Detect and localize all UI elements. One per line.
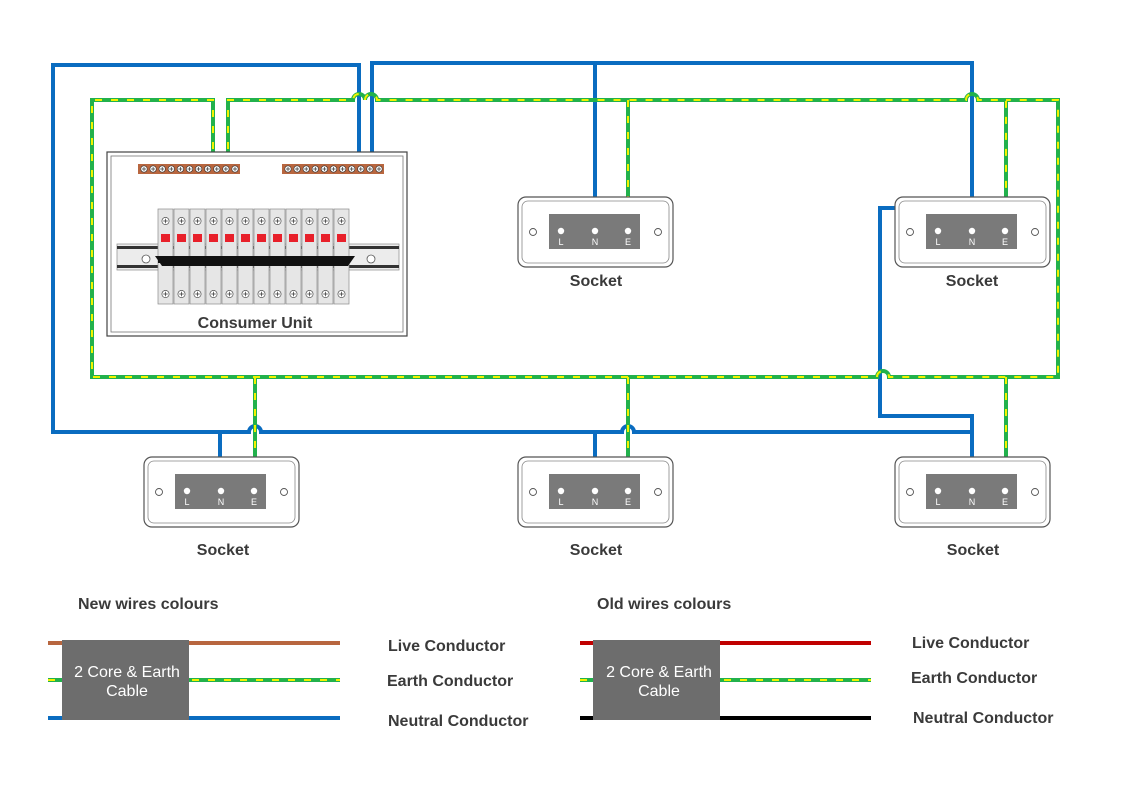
socket: L N E Socket — [894, 456, 1051, 559]
busbar-screw — [186, 165, 194, 173]
busbar-screw — [357, 165, 365, 173]
consumer-unit: Consumer Unit — [106, 151, 408, 337]
socket-fixing-hole — [529, 488, 537, 496]
neutral-wire-outer-top — [370, 61, 974, 232]
busbar-screw — [375, 165, 383, 173]
legend-new-colours: New wires colours 2 Core & Earth Cable L… — [48, 596, 528, 730]
socket-label: Socket — [197, 542, 250, 559]
busbar-screw — [302, 165, 310, 173]
legend-new-live-label: Live Conductor — [388, 638, 505, 655]
socket-fixing-hole — [1031, 488, 1039, 496]
socket-label: Socket — [570, 273, 623, 290]
busbar-screw — [284, 165, 292, 173]
terminal-screw — [1001, 487, 1009, 495]
busbar-screw — [348, 165, 356, 173]
terminal-screw — [591, 487, 599, 495]
socket: L N E Socket — [894, 196, 1051, 290]
terminal-label: N — [592, 237, 599, 247]
busbar-screw — [176, 165, 184, 173]
terminal-label: L — [935, 497, 940, 507]
socket-label: Socket — [947, 542, 1000, 559]
neutral-wire-bottom-run — [220, 424, 595, 434]
terminal-screw — [557, 227, 565, 235]
terminal-label: E — [1002, 237, 1008, 247]
terminal-screw — [968, 487, 976, 495]
socket-fixing-hole — [1031, 228, 1039, 236]
socket: L N E Socket — [517, 456, 674, 559]
busbar-screw — [320, 165, 328, 173]
socket-fixing-hole — [155, 488, 163, 496]
busbar-screw — [231, 165, 239, 173]
socket-label: Socket — [946, 273, 999, 290]
busbar-screws — [140, 165, 383, 173]
terminal-screw — [217, 487, 225, 495]
terminal-label: E — [251, 497, 257, 507]
terminal-screw — [250, 487, 258, 495]
terminal-label: L — [558, 237, 563, 247]
terminal-label: E — [625, 237, 631, 247]
terminal-screw — [624, 487, 632, 495]
legend-old-cable-box — [593, 640, 720, 720]
circuit-breakers — [155, 208, 355, 305]
terminal-screw — [1001, 227, 1009, 235]
terminal-screw — [557, 487, 565, 495]
legend-new-earth-label: Earth Conductor — [387, 673, 513, 690]
legend-old-earth-label: Earth Conductor — [911, 670, 1037, 687]
terminal-screw — [934, 487, 942, 495]
busbar-screw — [293, 165, 301, 173]
terminal-label: E — [1002, 497, 1008, 507]
socket: L N E Socket — [143, 456, 300, 559]
busbar-screw — [167, 165, 175, 173]
consumer-unit-label: Consumer Unit — [198, 315, 313, 332]
legend-old-title: Old wires colours — [597, 596, 731, 613]
legend-old-cable-line2: Cable — [638, 683, 680, 700]
busbar-screw — [158, 165, 166, 173]
terminal-label: L — [184, 497, 189, 507]
terminal-screw — [968, 227, 976, 235]
busbar-screw — [329, 165, 337, 173]
terminal-screw — [591, 227, 599, 235]
socket-fixing-hole — [654, 488, 662, 496]
legend-new-cable-box — [62, 640, 189, 720]
legend-old-cable-line1: 2 Core & Earth — [606, 664, 712, 681]
legend-new-cable-line2: Cable — [106, 683, 148, 700]
socket: L N E Socket — [517, 196, 674, 290]
legend-old-colours: Old wires colours 2 Core & Earth Cable L… — [580, 596, 1053, 727]
socket-fixing-hole — [906, 228, 914, 236]
terminal-label: N — [969, 497, 976, 507]
socket-fixing-hole — [654, 228, 662, 236]
terminal-screw — [934, 227, 942, 235]
terminal-screw — [183, 487, 191, 495]
socket-fixing-hole — [529, 228, 537, 236]
busbar-screw — [140, 165, 148, 173]
terminal-label: E — [625, 497, 631, 507]
legend-new-cable-line1: 2 Core & Earth — [74, 664, 180, 681]
busbar-screw — [311, 165, 319, 173]
socket-fixing-hole — [280, 488, 288, 496]
socket-label: Socket — [570, 542, 623, 559]
busbar-screw — [149, 165, 157, 173]
legend-old-live-label: Live Conductor — [912, 635, 1029, 652]
busbar-screw — [366, 165, 374, 173]
busbar-screw — [195, 165, 203, 173]
terminal-screw — [624, 227, 632, 235]
legend-new-title: New wires colours — [78, 596, 219, 613]
neutral-wire-outer-left — [51, 63, 361, 434]
terminal-label: N — [969, 237, 976, 247]
busbar-screw — [339, 165, 347, 173]
socket-fixing-hole — [906, 488, 914, 496]
busbar-screw — [213, 165, 221, 173]
legend-new-neutral-label: Neutral Conductor — [388, 713, 528, 730]
terminal-label: N — [592, 497, 599, 507]
legend-old-neutral-label: Neutral Conductor — [913, 710, 1053, 727]
breaker-switch-bar — [155, 256, 355, 266]
busbar-screw — [222, 165, 230, 173]
breaker — [157, 208, 174, 305]
busbar-screw — [204, 165, 212, 173]
terminal-label: L — [935, 237, 940, 247]
terminal-label: N — [218, 497, 225, 507]
terminal-label: L — [558, 497, 563, 507]
